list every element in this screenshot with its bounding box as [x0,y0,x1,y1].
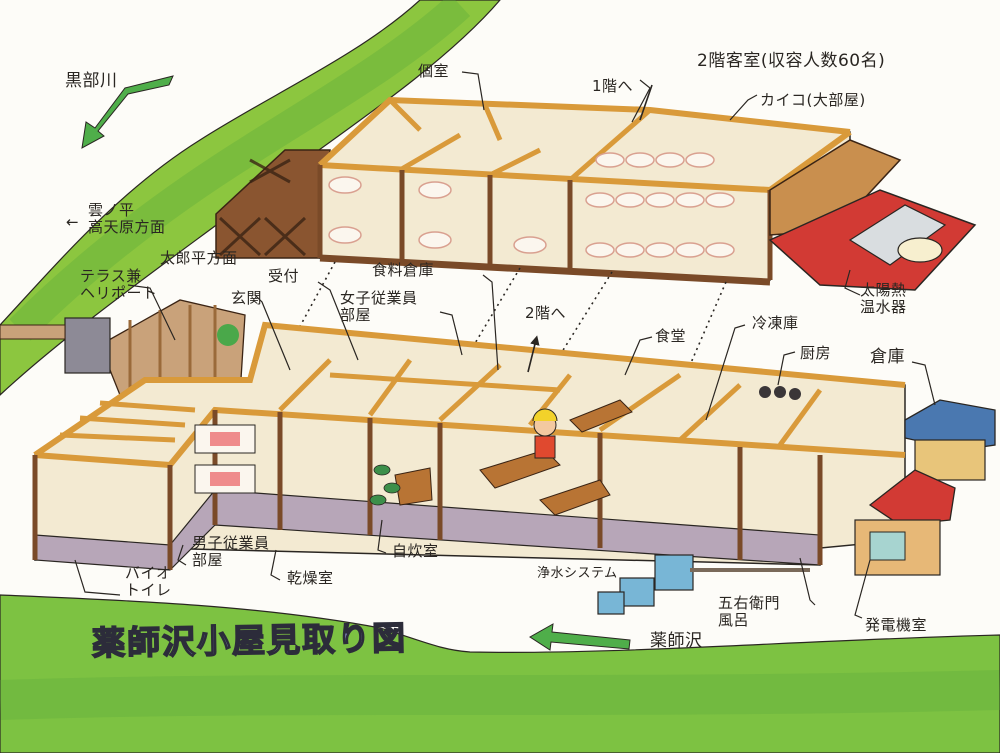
label-solar-water-heater: 太陽熱 温水器 [860,281,907,316]
water-tanks [597,554,694,615]
kurobe-flow-arrow [81,75,174,149]
kumonodaira-arrow-icon: ← [66,213,80,231]
label-drying-room: 乾燥室 [287,569,334,587]
label-goemon-bath: 五右衛門 風呂 [718,594,781,629]
bridge [0,324,66,340]
terrace-heliport [99,299,246,396]
label-entrance: 玄関 [231,289,263,307]
yakushizawa-stream [0,594,1000,753]
hot-water-tank [897,237,943,263]
label-to-floor2: 2階へ [525,304,567,322]
label-floor2-heading: 2階客室(収容人数60名) [697,51,886,71]
warehouse-body [914,439,986,481]
label-female-staff-room: 女子従業員 部屋 [340,289,418,324]
shrub [217,324,239,346]
label-to-floor1: 1階へ [592,77,634,95]
label-self-cooking-room: 自炊室 [392,542,439,560]
label-generator-room: 発電機室 [865,616,928,634]
yakushizawa-flow-arrow [529,623,631,651]
label-yakushizawa: 薬師沢 [650,631,703,651]
label-freezer: 冷凍庫 [752,314,799,332]
solar-heater-panel [848,204,947,266]
label-reception: 受付 [268,267,300,285]
label-warehouse: 倉庫 [870,347,905,367]
stone-gate [64,317,111,374]
label-kaiko-dormitory: カイコ(大部屋) [760,91,866,109]
label-male-staff-room: 男子従業員 部屋 [192,534,270,569]
map-title: 薬師沢小屋見取り図 [91,618,408,664]
label-terrace-heliport: テラス兼 ヘリポート [80,267,158,302]
label-kitchen: 厨房 [800,344,832,362]
label-food-storage: 食料倉庫 [372,261,435,279]
label-private-room: 個室 [418,62,450,80]
label-dining-room: 食堂 [655,327,687,345]
label-bio-toilet: バイオ トイレ [125,564,172,599]
label-water-purification: 浄水システム [537,566,618,581]
label-tarodaira-direction: 太郎平方面 [160,249,238,267]
label-kumonodaira-direction: 雲ノ平 高天原方面 [88,201,166,236]
warehouse-roof [904,399,996,451]
label-kurobe-river: 黒部川 [65,71,118,91]
